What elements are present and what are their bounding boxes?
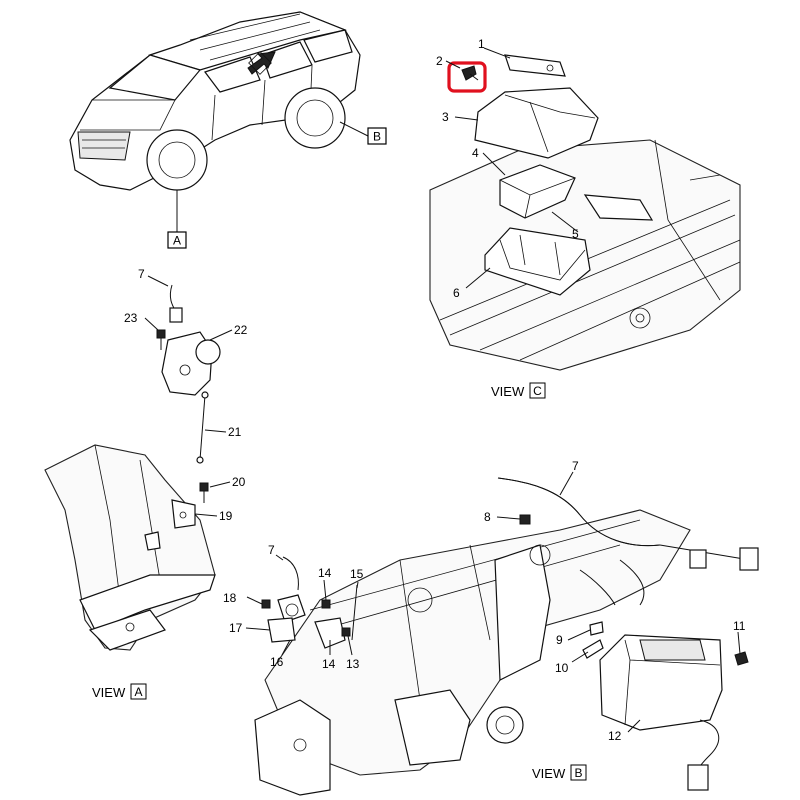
callout-2: 2 [436, 54, 443, 68]
callout-17: 17 [229, 621, 243, 635]
callout-13: 13 [346, 657, 360, 671]
callout-9: 9 [556, 633, 563, 647]
callout-18: 18 [223, 591, 237, 605]
callout-12: 12 [608, 729, 622, 743]
callout-7-view-b: 7 [572, 459, 579, 473]
view-c-illustration [429, 54, 741, 371]
callout-19: 19 [219, 509, 233, 523]
view-a-caption: VIEW A [92, 683, 147, 700]
callout-11: 11 [733, 619, 746, 633]
callout-7-view-b-sensor: 7 [268, 543, 275, 557]
callout-14-upper: 14 [318, 566, 332, 580]
detail-box-a-label: A [173, 234, 181, 248]
callout-22: 22 [234, 323, 248, 337]
view-b-letter: B [574, 766, 582, 780]
callout-10: 10 [555, 661, 569, 675]
view-c-letter: C [533, 384, 542, 398]
callout-5: 5 [572, 227, 579, 241]
callout-21: 21 [228, 425, 242, 439]
callout-16: 16 [270, 655, 284, 669]
detail-box-b-label: B [373, 130, 381, 144]
callout-23: 23 [124, 311, 138, 325]
view-b-caption: VIEW B [532, 764, 587, 781]
callout-6: 6 [453, 286, 460, 300]
view-b-leaders [245, 471, 741, 733]
callout-3: 3 [442, 110, 449, 124]
view-c-caption: VIEW C [491, 382, 546, 399]
detail-box-a: A [167, 231, 187, 249]
view-a-text: VIEW [92, 685, 126, 700]
view-a-letter: A [134, 685, 142, 699]
view-b-illustration [254, 477, 759, 796]
view-a-leaders [144, 275, 233, 517]
callout-1: 1 [478, 37, 485, 51]
view-b-text: VIEW [532, 766, 566, 781]
vehicle-illustration [69, 11, 369, 232]
view-c-text: VIEW [491, 384, 525, 399]
callout-8: 8 [484, 510, 491, 524]
callout-20: 20 [232, 475, 246, 489]
callout-14-lower: 14 [322, 657, 336, 671]
highlight-box [447, 61, 487, 93]
view-c-leaders [445, 47, 579, 289]
callout-15: 15 [350, 567, 364, 581]
view-a-illustration [44, 284, 221, 651]
callout-7-view-a: 7 [138, 267, 145, 281]
detail-box-b: B [367, 127, 387, 145]
callout-4: 4 [472, 146, 479, 160]
